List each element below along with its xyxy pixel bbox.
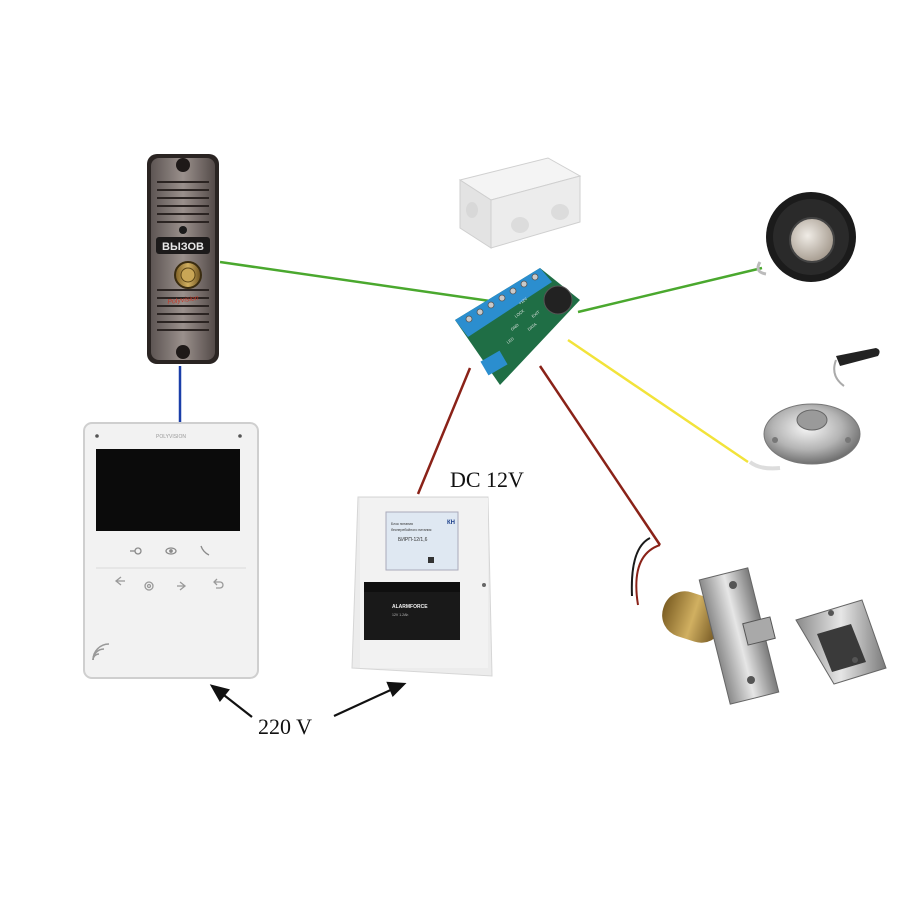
monitor-nav xyxy=(114,576,224,591)
arrow-to-psu xyxy=(333,687,396,717)
junction-box xyxy=(458,157,582,249)
red-wire-psu xyxy=(416,367,472,495)
psu-brand: КН xyxy=(447,520,455,526)
speaker-grille xyxy=(157,181,209,331)
lock-bolt xyxy=(742,616,776,646)
return-icon[interactable] xyxy=(213,578,224,589)
controller-label-5: DATA xyxy=(527,321,538,331)
psu-text-2: бесперебойного питания xyxy=(391,528,432,532)
settings-icon[interactable] xyxy=(144,581,154,591)
back-arrow-icon[interactable] xyxy=(114,576,125,586)
call-label: ВЫЗОВ xyxy=(162,241,204,253)
controller-label-0: +12V xyxy=(518,296,529,306)
arrow-head-icon xyxy=(209,684,230,702)
wires xyxy=(178,260,763,546)
exit-push-button[interactable] xyxy=(789,217,835,263)
monitor-brand: POLYVISION xyxy=(156,434,186,440)
yellow-wire-reader xyxy=(567,338,749,464)
exit-button xyxy=(756,192,856,282)
panel-brand: Polyvision xyxy=(167,295,199,306)
screw-hole-icon xyxy=(176,158,190,172)
battery-brand: ALARMFORCE xyxy=(392,604,428,610)
wireless-icon xyxy=(92,643,110,661)
green-wire-panel xyxy=(219,260,498,304)
battery-spec: 12V 1.2Ah xyxy=(392,613,408,617)
screw-hole-icon xyxy=(176,345,190,359)
rfid-reader xyxy=(748,348,880,471)
monitor-icons xyxy=(130,545,210,556)
strike-plate xyxy=(795,599,887,685)
power-supply-unit: КН Блок питания бесперебойного питания Б… xyxy=(351,496,493,677)
key-contact-icon[interactable] xyxy=(796,409,828,431)
mains-arrows xyxy=(209,681,407,718)
controller-label-1: LOCK xyxy=(514,308,526,319)
forward-arrow-icon[interactable] xyxy=(177,581,187,591)
video-monitor: POLYVISION xyxy=(83,422,259,679)
call-panel: ВЫЗОВ Polyvision xyxy=(147,154,219,364)
call-label-plate xyxy=(156,237,210,254)
key-icon[interactable] xyxy=(130,547,142,555)
electric-lock xyxy=(630,537,780,705)
controller-label-3: LED xyxy=(506,336,515,345)
psu-text-1: Блок питания xyxy=(391,522,413,526)
arrow-to-monitor xyxy=(219,691,253,718)
camera-icon xyxy=(179,226,187,234)
red-wire-lock xyxy=(538,365,662,546)
eye-icon[interactable] xyxy=(165,547,177,555)
buzzer xyxy=(543,285,573,315)
controller-label-4: EXIT xyxy=(531,309,542,319)
terminal-screws xyxy=(465,273,539,323)
dc-12v-label: DC 12V xyxy=(450,467,524,492)
controller-label-2: GND xyxy=(510,322,520,331)
arrow-head-icon xyxy=(386,681,407,697)
monitor-screen xyxy=(96,449,240,531)
psu-model: БИРП-12/1,6 xyxy=(398,537,428,543)
access-controller: +12V LOCK GND LED EXIT DATA xyxy=(455,268,580,385)
phone-icon[interactable] xyxy=(200,545,210,556)
mains-220v-label: 220 V xyxy=(258,714,312,739)
psu-module xyxy=(385,511,459,571)
green-wire-exit-button xyxy=(577,266,763,314)
